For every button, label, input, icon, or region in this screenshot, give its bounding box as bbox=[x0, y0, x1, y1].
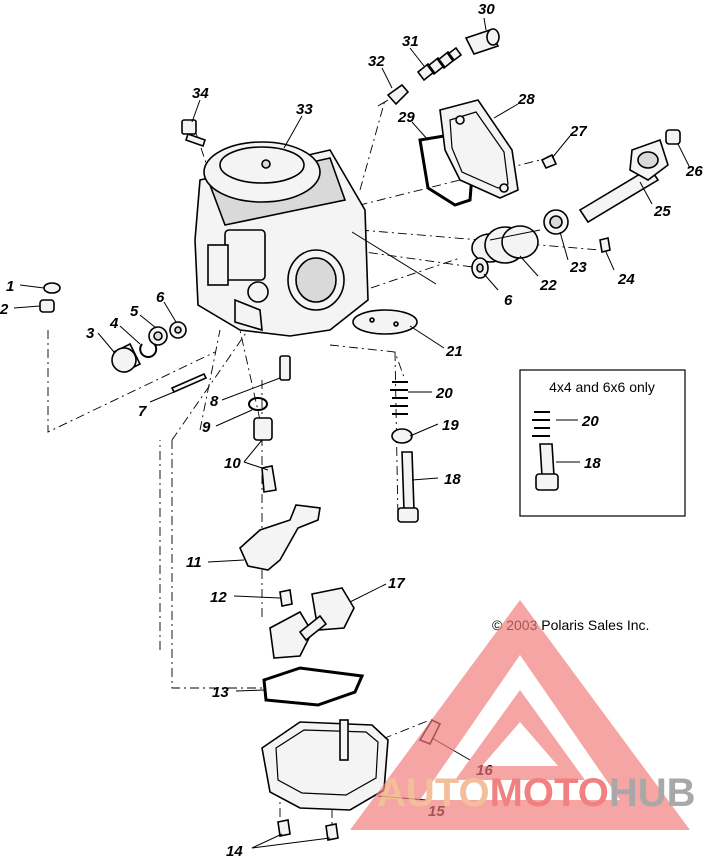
part-22-spring bbox=[471, 225, 541, 264]
callout-4: 4 bbox=[109, 315, 119, 332]
part-4-clip bbox=[139, 341, 158, 359]
callout-21: 21 bbox=[445, 343, 463, 360]
part-25-throttle-shaft bbox=[578, 138, 669, 224]
callout-33: 33 bbox=[296, 101, 313, 118]
carburetor-body bbox=[194, 141, 369, 337]
part-8-jet bbox=[279, 355, 291, 381]
callout-14: 14 bbox=[226, 843, 243, 857]
inset-callout-20: 20 bbox=[581, 413, 599, 430]
callout-30: 30 bbox=[478, 1, 495, 18]
callout-28: 28 bbox=[517, 91, 535, 108]
callout-17: 17 bbox=[388, 575, 405, 592]
inset-callout-18: 18 bbox=[584, 455, 601, 472]
part-12-screw bbox=[279, 589, 293, 607]
leader-lines bbox=[13, 17, 691, 849]
callout-10: 10 bbox=[224, 455, 241, 472]
callout-7: 7 bbox=[138, 403, 147, 420]
callout-24: 24 bbox=[617, 271, 635, 288]
part-2-nut bbox=[39, 299, 55, 313]
part-1-cap bbox=[43, 282, 61, 294]
part-7-pin bbox=[170, 372, 208, 394]
callout-18: 18 bbox=[444, 471, 461, 488]
part-13-gasket bbox=[262, 666, 365, 707]
part-23-bushing bbox=[543, 209, 569, 235]
watermark-inner-mark-icon bbox=[455, 690, 585, 780]
part-31-spring bbox=[416, 46, 463, 82]
part-27-screw bbox=[540, 153, 558, 170]
callout-9: 9 bbox=[202, 419, 211, 436]
part-15-float-bowl bbox=[261, 719, 389, 811]
callout-32: 32 bbox=[368, 53, 385, 70]
callout-8: 8 bbox=[210, 393, 219, 410]
part-14-screws bbox=[277, 819, 339, 841]
callout-6-left: 6 bbox=[156, 289, 165, 306]
callout-25: 25 bbox=[653, 203, 671, 220]
watermark-moto: MOTO bbox=[490, 771, 609, 815]
part-9-oring bbox=[248, 397, 268, 411]
part-21-plate bbox=[352, 309, 418, 335]
callout-27: 27 bbox=[569, 123, 587, 140]
watermark: AUTOMOTOHUB bbox=[350, 600, 696, 830]
part-6-washer-right bbox=[471, 257, 489, 279]
callout-6-right: 6 bbox=[504, 292, 513, 309]
part-34-screw bbox=[181, 119, 207, 148]
watermark-text: AUTOMOTOHUB bbox=[377, 771, 696, 815]
callout-20: 20 bbox=[435, 385, 453, 402]
part-32-needle bbox=[377, 83, 410, 107]
callout-12: 12 bbox=[210, 589, 227, 606]
part-11-bracket bbox=[239, 504, 321, 571]
part-3-cap bbox=[111, 342, 142, 374]
watermark-auto: AUTO bbox=[377, 771, 490, 815]
watermark-triangle-icon bbox=[350, 600, 690, 830]
inset-title: 4x4 and 6x6 only bbox=[549, 379, 655, 395]
part-10-float-valve bbox=[253, 417, 277, 493]
part-18-screw bbox=[397, 451, 419, 523]
callout-34: 34 bbox=[192, 85, 209, 102]
callout-22: 22 bbox=[539, 277, 557, 294]
callout-11: 11 bbox=[186, 554, 202, 571]
callout-23: 23 bbox=[569, 259, 587, 276]
callout-29: 29 bbox=[397, 109, 415, 126]
part-24-screw bbox=[599, 237, 611, 253]
callout-1: 1 bbox=[6, 278, 14, 295]
part-17-float bbox=[269, 587, 355, 659]
part-30-fitting bbox=[464, 28, 500, 55]
callout-26: 26 bbox=[685, 163, 703, 180]
part-5-washer bbox=[148, 326, 168, 346]
callout-3: 3 bbox=[86, 325, 95, 342]
callout-2: 2 bbox=[0, 301, 9, 318]
part-20-spring bbox=[390, 381, 408, 415]
callout-5: 5 bbox=[130, 303, 139, 320]
part-28-cover bbox=[439, 99, 519, 199]
watermark-hub: HUB bbox=[609, 771, 696, 815]
callout-13: 13 bbox=[212, 684, 229, 701]
callout-31: 31 bbox=[402, 33, 419, 50]
part-6-washer-left bbox=[169, 321, 187, 339]
callout-19: 19 bbox=[442, 417, 459, 434]
part-26-plug bbox=[665, 129, 681, 145]
part-19-washer bbox=[391, 428, 413, 444]
inset-box: 4x4 and 6x6 only 20 18 bbox=[519, 369, 686, 517]
